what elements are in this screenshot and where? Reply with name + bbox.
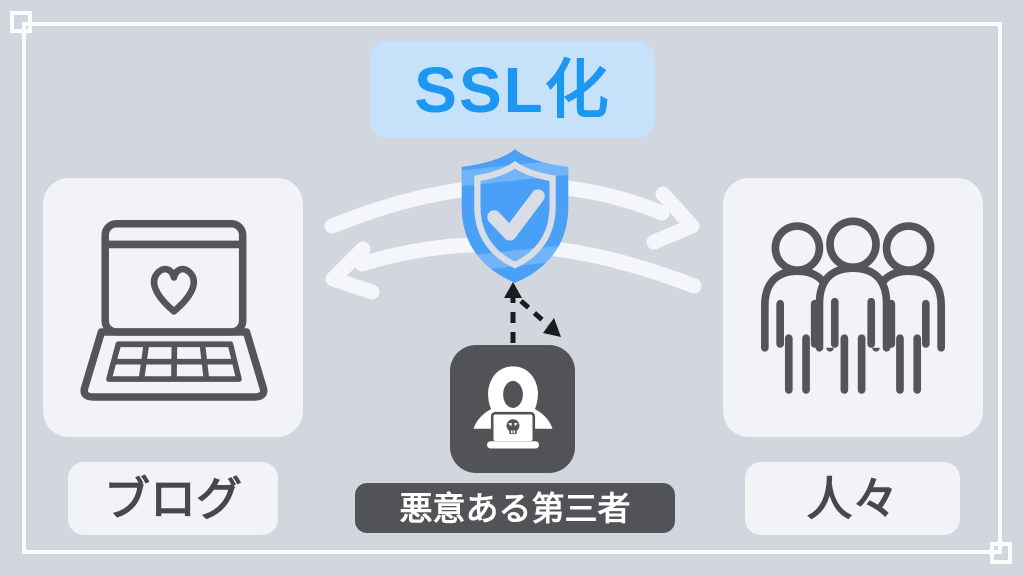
- shield-check-icon: [452, 146, 578, 286]
- laptop-heart-icon: [80, 219, 268, 401]
- page-title: SSL化: [414, 53, 611, 126]
- attacker-label-text: 悪意ある第三者: [399, 489, 631, 527]
- people-label-text: 人々: [806, 472, 899, 525]
- hacker-icon: [472, 366, 553, 449]
- title-badge: SSL化: [370, 41, 655, 138]
- attacker-label: 悪意ある第三者: [355, 483, 675, 533]
- people-card: [723, 178, 983, 437]
- people-label: 人々: [745, 462, 960, 535]
- attacker-card: [450, 345, 575, 473]
- blog-label: ブログ: [68, 462, 278, 535]
- blog-card: [43, 178, 303, 437]
- blog-label-text: ブログ: [104, 472, 242, 525]
- people-icon: [760, 216, 946, 394]
